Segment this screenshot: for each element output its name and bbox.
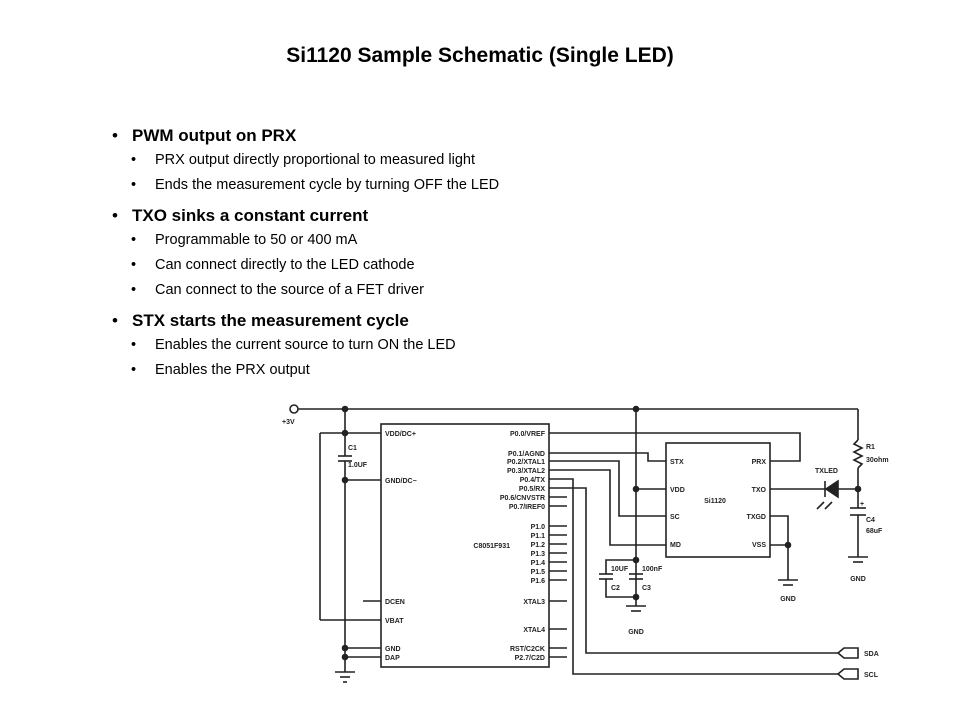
bullet-stx: STX starts the measurement cycle: [112, 309, 672, 333]
wire-stx: [549, 452, 666, 462]
mcu-pin: P0.6/CNVSTR: [500, 495, 545, 502]
sub-bullet: PRX output directly proportional to meas…: [112, 148, 672, 173]
bullet-pwm: PWM output on PRX: [112, 124, 672, 148]
junction-dot: [784, 541, 792, 549]
sda-connector: [836, 647, 859, 659]
bullet-list: PWM output on PRX PRX output directly pr…: [112, 124, 672, 383]
mcu-pin: DCEN: [385, 599, 405, 606]
led-label: TXLED: [815, 468, 838, 475]
c1-ref: C1: [348, 445, 357, 452]
bullet-txo: TXO sinks a constant current: [112, 204, 672, 228]
supply-label: +3V: [282, 419, 295, 426]
mcu-pin: P0.3/XTAL2: [507, 468, 545, 475]
wire-md: [549, 469, 666, 546]
mcu-pin: VBAT: [385, 618, 404, 625]
c3-ref: C3: [642, 585, 651, 592]
sensor-pin: VDD: [670, 487, 685, 494]
c2-ref: C2: [611, 585, 620, 592]
sensor-body: [665, 442, 771, 558]
mcu-pin: P0.7/IREF0: [509, 504, 545, 511]
mcu-pin: P1.2: [531, 542, 546, 549]
slide-title: Si1120 Sample Schematic (Single LED): [286, 44, 674, 67]
wire-vref-prx: [549, 432, 801, 462]
r1-ref: R1: [866, 444, 875, 451]
sensor-pin: MD: [670, 542, 681, 549]
sub-bullet: Enables the PRX output: [112, 358, 672, 383]
mcu-pin: P0.1/AGND: [508, 451, 545, 458]
mcu-pin: P1.5: [531, 569, 546, 576]
sensor-pin: SC: [670, 514, 680, 521]
c4-value: 68uF: [866, 528, 883, 535]
sensor-pin: PRX: [752, 459, 767, 466]
mcu-right-pins: P0.0/VREF P0.1/AGNDP0.2/XTAL1P0.3/XTAL2P0…: [500, 431, 567, 662]
mcu-pin: DAP: [385, 655, 400, 662]
mcu-pin: GND: [385, 646, 401, 653]
mcu-pin: RST/C2CK: [510, 646, 545, 653]
wire: [605, 559, 636, 574]
sensor-pin: TXGD: [747, 514, 766, 521]
sub-bullet: Can connect to the source of a FET drive…: [112, 278, 672, 303]
mcu-pin: P2.7/C2D: [515, 655, 545, 662]
mcu-pin: P1.6: [531, 578, 546, 585]
mcu-name: C8051F931: [473, 543, 510, 550]
mcu-pin: P1.3: [531, 551, 546, 558]
wire-sda: [549, 487, 838, 654]
c1-value: 1.0UF: [348, 462, 368, 469]
junction-dot: [632, 485, 640, 493]
light-arrow-icon: [824, 501, 833, 510]
sub-bullet: Programmable to 50 or 400 mA: [112, 228, 672, 253]
wire-sc: [549, 460, 666, 517]
wire-scl: [549, 478, 838, 675]
mcu-pin: P0.4/TX: [520, 477, 546, 484]
gnd-label: GND: [628, 629, 644, 636]
sub-bullet: Ends the measurement cycle by turning OF…: [112, 173, 672, 198]
mcu-body: [380, 423, 550, 668]
wire: [605, 579, 636, 598]
mcu-pin: XTAL3: [523, 599, 545, 606]
r1-value: 30ohm: [866, 457, 889, 464]
gnd-label: GND: [850, 576, 866, 583]
mcu-pin: GND/DC−: [385, 478, 417, 485]
c2-value: 10UF: [611, 566, 629, 573]
wire: [770, 515, 789, 580]
mcu-pin: P1.4: [531, 560, 546, 567]
scl-label: SCL: [864, 672, 879, 679]
mcu-pin: XTAL4: [523, 627, 545, 634]
r1-resistor: [852, 439, 864, 469]
sensor-name: Si1120: [704, 498, 726, 505]
sub-bullet: Can connect directly to the LED cathode: [112, 253, 672, 278]
mcu-pin: VDD/DC+: [385, 431, 416, 438]
supply-terminal: [289, 404, 299, 414]
c4-polarity: +: [860, 501, 864, 508]
mcu-pin: P0.0/VREF: [510, 431, 546, 438]
scl-connector: [836, 668, 859, 680]
gnd-label: GND: [780, 596, 796, 603]
sub-bullet: Enables the current source to turn ON th…: [112, 333, 672, 358]
c3-value: 100nF: [642, 566, 663, 573]
mcu-pin: P0.5/RX: [519, 486, 545, 493]
sensor-pin: TXO: [752, 487, 767, 494]
light-arrow-icon: [816, 501, 825, 510]
mcu-pin: P1.1: [531, 533, 546, 540]
mcu-pin: P0.2/XTAL1: [507, 459, 545, 466]
led-icon: [824, 479, 839, 499]
mcu-pin: P1.0: [531, 524, 546, 531]
sensor-pin: VSS: [752, 542, 766, 549]
sda-label: SDA: [864, 651, 879, 658]
sensor-pin: STX: [670, 459, 684, 466]
c4-ref: C4: [866, 517, 875, 524]
junction-dot: [632, 593, 640, 601]
